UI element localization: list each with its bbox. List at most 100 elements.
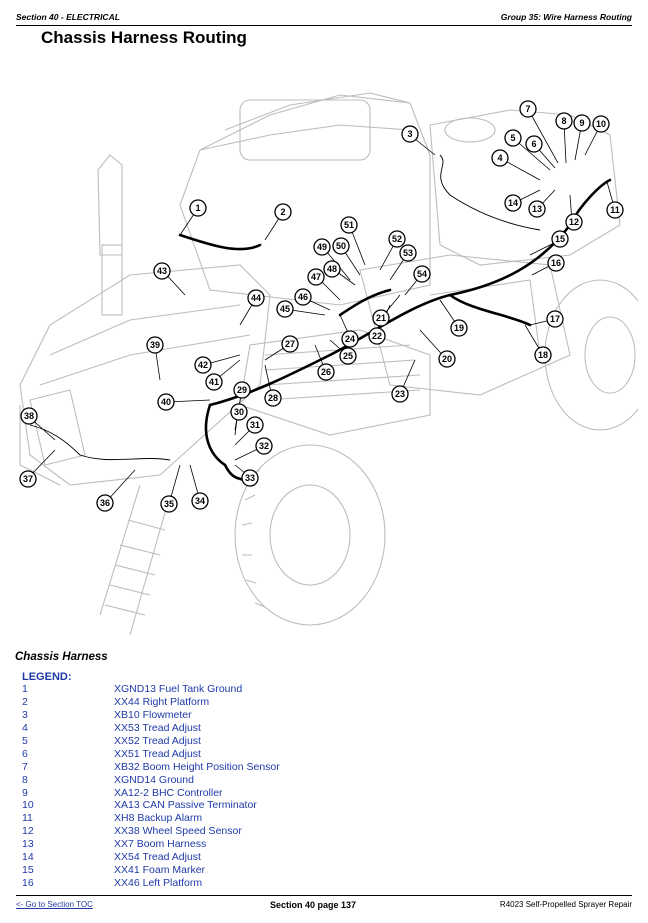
legend-description: XX7 Boom Harness [114,838,207,851]
svg-text:26: 26 [321,367,331,377]
callout-17: 17 [546,310,564,328]
page-title: Chassis Harness Routing [41,28,247,47]
callout-18: 18 [534,346,552,364]
svg-text:43: 43 [157,266,167,276]
svg-text:18: 18 [538,350,548,360]
callout-38: 38 [20,407,38,425]
legend-number: 12 [22,825,34,838]
svg-text:31: 31 [250,420,260,430]
svg-text:47: 47 [311,272,321,282]
svg-text:10: 10 [596,119,606,129]
legend-number: 16 [22,877,34,890]
go-to-toc-link[interactable]: <- Go to Section TOC [16,900,93,909]
callout-34: 34 [191,492,209,510]
legend-number: 2 [22,695,28,708]
svg-text:29: 29 [237,385,247,395]
callout-29: 29 [233,381,251,399]
svg-text:7: 7 [525,104,530,114]
svg-text:46: 46 [298,292,308,302]
legend-number: 6 [22,747,28,760]
svg-text:54: 54 [417,269,427,279]
callout-25: 25 [339,347,357,365]
callout-42: 42 [194,356,212,374]
callout-27: 27 [281,335,299,353]
callout-45: 45 [276,300,294,318]
callout-46: 46 [294,288,312,306]
legend-number: 15 [22,864,34,877]
legend-title: LEGEND: [22,671,72,683]
callout-8: 8 [555,112,573,130]
legend-description: XX46 Left Platform [114,877,203,890]
svg-text:23: 23 [395,389,405,399]
svg-text:2: 2 [280,207,285,217]
callout-31: 31 [246,416,264,434]
callout-12: 12 [565,213,583,231]
svg-text:19: 19 [454,323,464,333]
callout-22: 22 [368,327,386,345]
svg-text:52: 52 [392,234,402,244]
svg-text:51: 51 [344,220,354,230]
svg-text:17: 17 [550,314,560,324]
callout-32: 32 [255,437,273,455]
page-header: Section 40 - ELECTRICAL Group 35: Wire H… [16,9,632,25]
svg-text:14: 14 [508,198,518,208]
legend-description: XX51 Tread Adjust [114,747,201,760]
svg-text:25: 25 [343,351,353,361]
callout-47: 47 [307,268,325,286]
svg-text:15: 15 [555,234,565,244]
svg-text:41: 41 [209,377,219,387]
legend-number: 13 [22,838,34,851]
svg-text:16: 16 [551,258,561,268]
legend-row: 11 XH8 Backup Alarm [22,812,442,825]
callout-43: 43 [153,262,171,280]
legend-number: 10 [22,799,34,812]
callout-23: 23 [391,385,409,403]
legend-row: 13 XX7 Boom Harness [22,838,442,851]
svg-text:3: 3 [407,129,412,139]
callout-16: 16 [547,254,565,272]
callout-51: 51 [340,216,358,234]
callout-11: 11 [606,201,624,219]
callout-35: 35 [160,495,178,513]
figure-subtitle: Chassis Harness [15,651,108,663]
svg-text:50: 50 [336,241,346,251]
header-divider [16,25,632,26]
svg-text:49: 49 [317,242,327,252]
callout-53: 53 [399,244,417,262]
callout-7: 7 [519,100,537,118]
legend-number: 4 [22,721,28,734]
callout-41: 41 [205,373,223,391]
callout-markers: 1 2 3 4 5 6 7 8 9 10 11 12 13 14 15 16 1… [19,100,624,513]
legend-description: XX53 Tread Adjust [114,721,201,734]
callout-2: 2 [274,203,292,221]
legend-description: XH8 Backup Alarm [114,812,203,825]
callout-39: 39 [146,336,164,354]
legend-row: 16 XX46 Left Platform [22,877,442,890]
svg-text:6: 6 [531,139,536,149]
svg-text:27: 27 [285,339,295,349]
legend-description: XGND14 Ground [114,773,194,786]
svg-text:30: 30 [234,407,244,417]
svg-text:45: 45 [280,304,290,314]
legend-description: XX44 Right Platform [114,695,210,708]
svg-text:12: 12 [569,217,579,227]
legend-row: 6 XX51 Tread Adjust [22,748,442,761]
svg-text:36: 36 [100,498,110,508]
svg-text:20: 20 [442,354,452,364]
legend-number: 11 [22,812,33,825]
callout-50: 50 [332,237,350,255]
callout-6: 6 [525,135,543,153]
svg-text:21: 21 [376,313,386,323]
svg-text:4: 4 [497,153,502,163]
svg-text:1: 1 [195,203,200,213]
page-footer: <- Go to Section TOC Section 40 page 137… [16,900,632,914]
group-label: Group 35: Wire Harness Routing [500,12,632,22]
legend-number: 8 [22,773,28,786]
callout-54: 54 [413,265,431,283]
svg-text:9: 9 [579,118,584,128]
callout-5: 5 [504,129,522,147]
callout-49: 49 [313,238,331,256]
manual-title: R4023 Self-Propelled Sprayer Repair [499,900,632,909]
